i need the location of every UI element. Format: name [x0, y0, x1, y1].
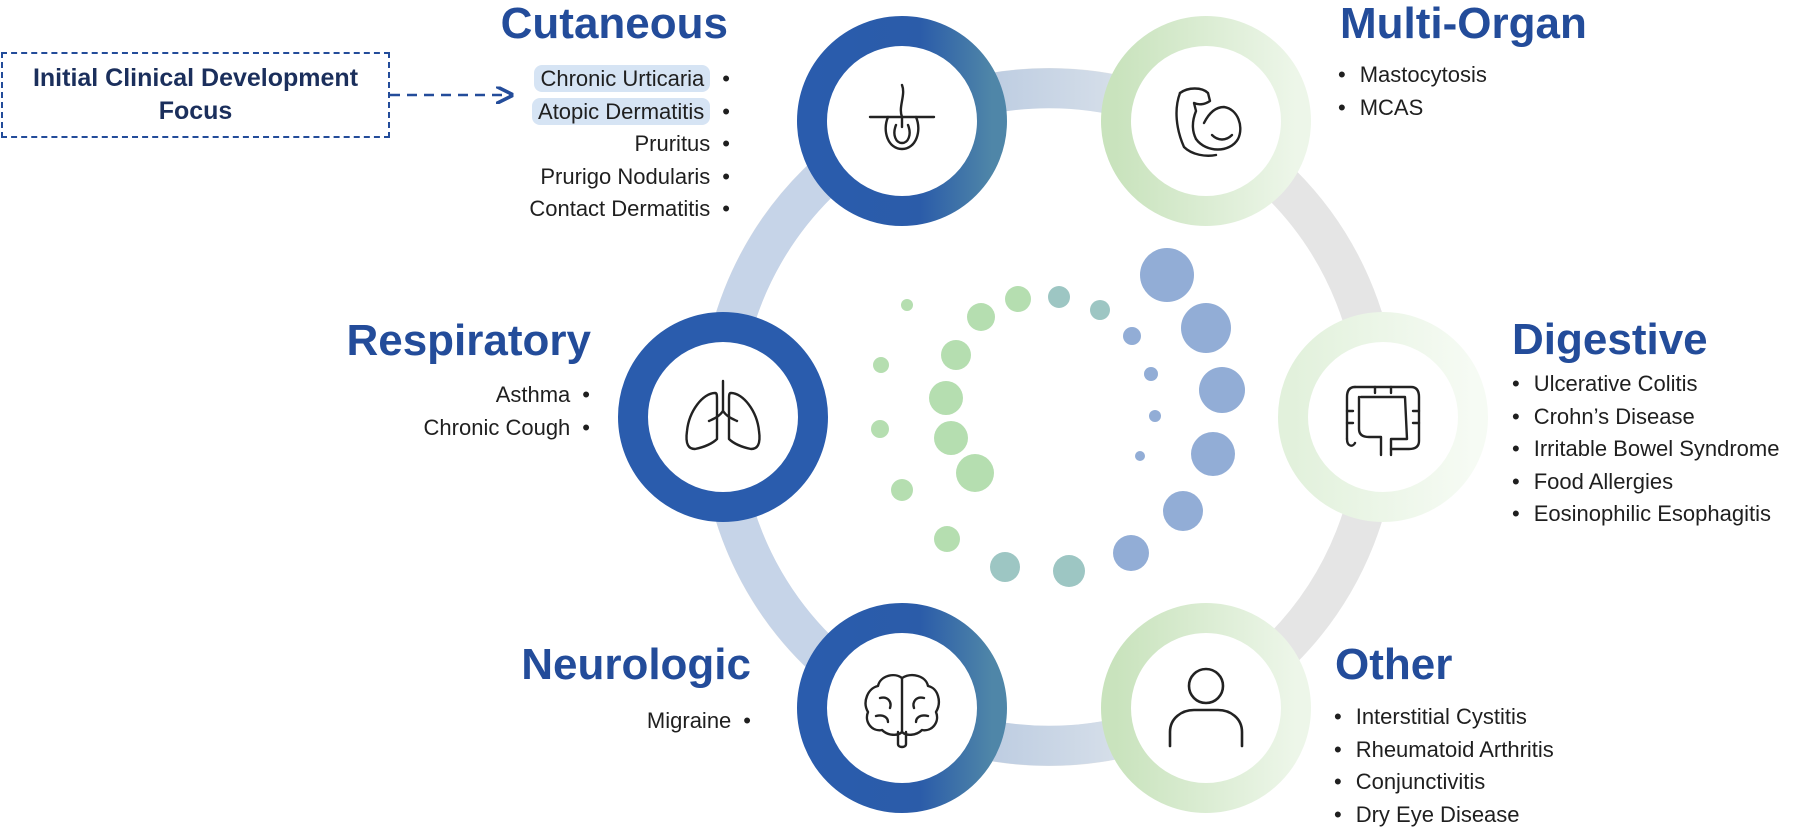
category-list-neurologic: Migraine [647, 705, 751, 738]
spiral-dot [1181, 303, 1231, 353]
list-item: Ulcerative Colitis [1512, 368, 1779, 401]
brain-icon [864, 674, 940, 749]
category-title-digestive: Digestive [1512, 315, 1708, 364]
list-item: Atopic Dermatitis [529, 96, 730, 129]
spiral-dot [956, 454, 994, 492]
spiral-dot [891, 479, 913, 501]
spiral-dot [871, 420, 889, 438]
spiral-dot [1163, 491, 1203, 531]
spiral-dot [934, 421, 968, 455]
node-ring-digestive [1278, 312, 1488, 522]
list-item: Asthma [424, 379, 590, 412]
spiral-dot [929, 381, 963, 415]
spiral-dot [901, 299, 913, 311]
spiral-dot [990, 552, 1020, 582]
category-list-digestive: Ulcerative Colitis Crohn’s Disease Irrit… [1512, 368, 1780, 531]
spiral-dot [873, 357, 889, 373]
spiral-dot [1140, 248, 1194, 302]
center-dot-spiral [871, 248, 1245, 587]
spiral-dot [1090, 300, 1110, 320]
spiral-dot [1005, 286, 1031, 312]
category-title-respiratory: Respiratory [346, 316, 591, 365]
category-title-neurologic: Neurologic [521, 640, 751, 689]
spiral-dot [1053, 555, 1085, 587]
spiral-dot [1123, 327, 1141, 345]
spiral-dot [941, 340, 971, 370]
flexed-arm-icon [1175, 87, 1242, 157]
list-item: Dry Eye Disease [1334, 799, 1554, 831]
category-list-respiratory: Asthma Chronic Cough [424, 379, 590, 444]
intestine-icon [1345, 385, 1421, 457]
category-list-other: Interstitial Cystitis Rheumatoid Arthrit… [1334, 701, 1554, 831]
initial-focus-label: Initial Clinical Development Focus [32, 64, 359, 125]
list-item: Migraine [647, 705, 751, 738]
list-item: Pruritus [529, 128, 730, 161]
list-item: Food Allergies [1512, 466, 1779, 499]
hair-follicle-icon [868, 83, 936, 151]
list-item: Chronic Urticaria [529, 63, 730, 96]
list-item: Irritable Bowel Syndrome [1512, 433, 1780, 466]
spiral-dot [1144, 367, 1158, 381]
list-item: Eosinophilic Esophagitis [1512, 498, 1779, 531]
list-item: Mastocytosis [1338, 59, 1487, 92]
list-item: Prurigo Nodularis [529, 161, 730, 194]
spiral-dot [1191, 432, 1235, 476]
spiral-dot [1048, 286, 1070, 308]
list-item: Chronic Cough [424, 412, 590, 445]
list-item: Crohn’s Disease [1512, 401, 1779, 434]
node-ring-other [1101, 603, 1311, 813]
initial-focus-box: Initial Clinical Development Focus [1, 52, 390, 138]
category-title-cutaneous: Cutaneous [500, 0, 728, 48]
list-item: Conjunctivitis [1334, 766, 1554, 799]
spiral-dot [1199, 367, 1245, 413]
list-item: Rheumatoid Arthritis [1334, 734, 1554, 767]
list-item: MCAS [1338, 92, 1487, 125]
list-item: Interstitial Cystitis [1334, 701, 1554, 734]
spiral-dot [934, 526, 960, 552]
category-list-cutaneous: Chronic Urticaria Atopic Dermatitis Prur… [529, 63, 730, 226]
person-icon [1168, 667, 1244, 748]
category-title-multi-organ: Multi-Organ [1340, 0, 1587, 48]
node-ring-respiratory [618, 312, 828, 522]
spiral-dot [1113, 535, 1149, 571]
lungs-icon [685, 379, 761, 451]
list-item: Contact Dermatitis [529, 193, 730, 226]
spiral-dot [967, 303, 995, 331]
spiral-dot [1149, 410, 1161, 422]
category-title-other: Other [1335, 640, 1453, 689]
category-list-multi-organ: Mastocytosis MCAS [1338, 59, 1487, 124]
spiral-dot [1135, 451, 1145, 461]
